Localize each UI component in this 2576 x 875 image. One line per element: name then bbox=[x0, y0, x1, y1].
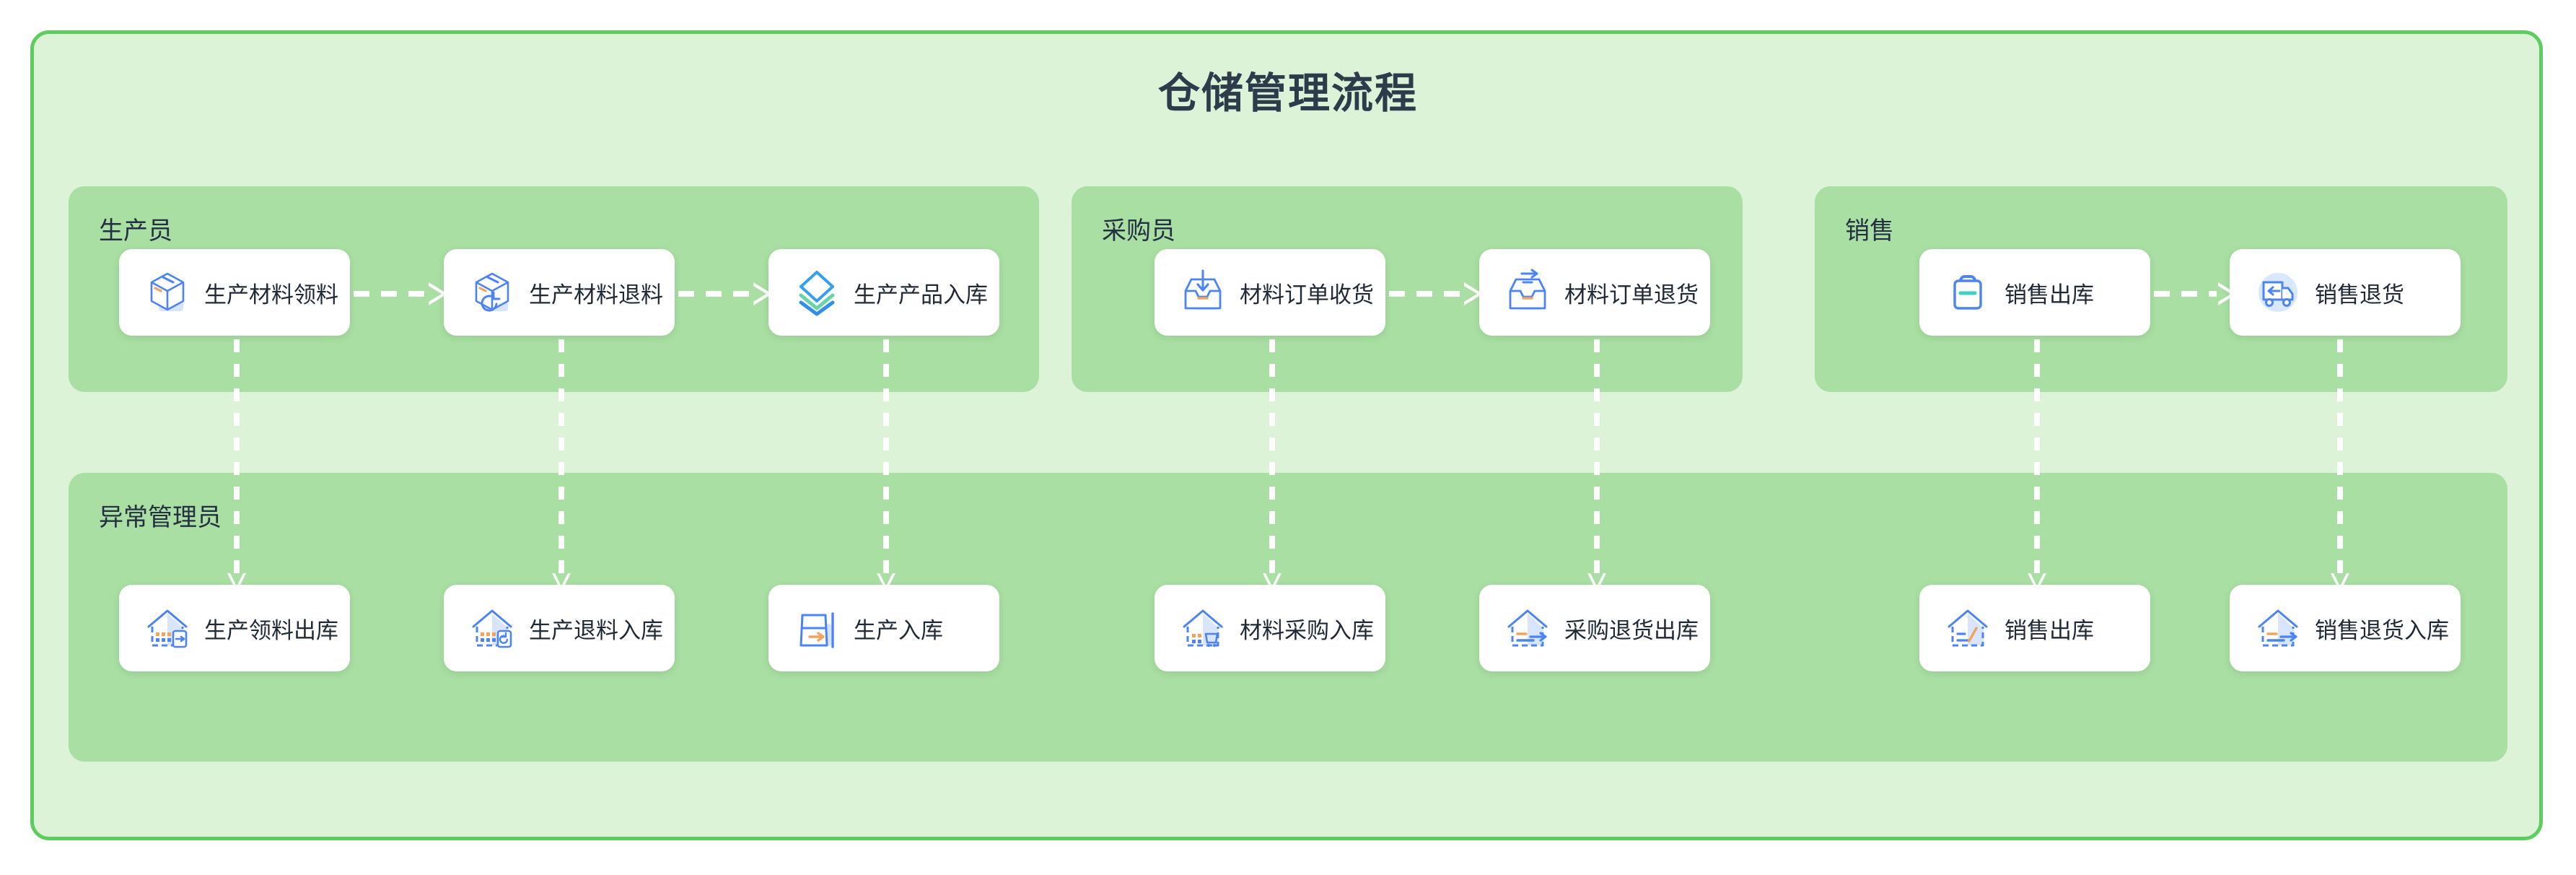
warehouse-purchase-icon bbox=[1176, 601, 1230, 655]
box-return-icon bbox=[465, 266, 519, 319]
node-label: 销售出库 bbox=[2005, 282, 2094, 308]
warehouse-sales-return-icon bbox=[2251, 601, 2305, 655]
node-label: 生产产品入库 bbox=[854, 282, 988, 308]
connector-horizontal-4 bbox=[2154, 282, 2237, 305]
connector-vertical-3 bbox=[877, 339, 895, 592]
dashed-line bbox=[1594, 339, 1600, 592]
node-card-production-material-return[interactable]: 生产材料退料 bbox=[444, 249, 675, 336]
connector-vertical-6 bbox=[2028, 339, 2046, 592]
node-label: 采购退货出库 bbox=[1564, 617, 1699, 643]
node-card-production-return-inbound[interactable]: 生产退料入库 bbox=[444, 585, 675, 671]
truck-return-icon bbox=[2251, 266, 2305, 319]
dashed-line bbox=[678, 291, 752, 297]
node-card-production-requisition-outbound[interactable]: 生产领料出库 bbox=[119, 585, 350, 671]
dashed-line bbox=[2154, 291, 2217, 297]
node-card-production-material-requisition[interactable]: 生产材料领料 bbox=[119, 249, 350, 336]
dashed-line bbox=[883, 339, 889, 592]
dashed-line bbox=[1389, 291, 1463, 297]
node-card-sales-outbound-top[interactable]: 销售出库 bbox=[1919, 249, 2150, 336]
node-label: 销售退货入库 bbox=[2315, 617, 2449, 643]
node-label: 材料订单退货 bbox=[1564, 282, 1699, 308]
inbox-upload-icon bbox=[1501, 266, 1554, 319]
node-card-production-inbound[interactable]: 生产入库 bbox=[768, 585, 999, 671]
warehouse-return-icon bbox=[465, 601, 519, 655]
dashed-line bbox=[354, 291, 427, 297]
node-card-material-purchase-inbound[interactable]: 材料采购入库 bbox=[1155, 585, 1385, 671]
node-card-material-order-return[interactable]: 材料订单退货 bbox=[1479, 249, 1710, 336]
node-card-purchase-return-outbound[interactable]: 采购退货出库 bbox=[1479, 585, 1710, 671]
node-label: 生产入库 bbox=[854, 617, 943, 643]
connector-horizontal-1 bbox=[354, 282, 447, 305]
dashed-line bbox=[1269, 339, 1275, 592]
dashed-line bbox=[2337, 339, 2343, 592]
layers-icon bbox=[790, 266, 844, 319]
swimlane-label-exception: 异常管理员 bbox=[99, 504, 222, 531]
connector-vertical-7 bbox=[2331, 339, 2349, 592]
briefcase-icon bbox=[1941, 266, 1994, 319]
connector-vertical-4 bbox=[1263, 339, 1282, 592]
connector-horizontal-3 bbox=[1389, 282, 1483, 305]
connector-vertical-5 bbox=[1587, 339, 1606, 592]
node-label: 材料采购入库 bbox=[1240, 617, 1374, 643]
node-card-production-product-inbound[interactable]: 生产产品入库 bbox=[768, 249, 999, 336]
swimlane-label-sales: 销售 bbox=[1845, 217, 1894, 245]
node-card-sales-return[interactable]: 销售退货 bbox=[2230, 249, 2461, 336]
swimlane-label-producer: 生产员 bbox=[99, 217, 172, 245]
swimlane-label-purchaser: 采购员 bbox=[1102, 217, 1175, 245]
warehouse-purchase-return-icon bbox=[1501, 601, 1554, 655]
node-label: 材料订单收货 bbox=[1240, 282, 1374, 308]
dashed-line bbox=[234, 339, 240, 592]
warehouse-sales-out-icon bbox=[1941, 601, 1994, 655]
node-label: 销售出库 bbox=[2005, 617, 2094, 643]
node-label: 生产退料入库 bbox=[529, 617, 663, 643]
page-title: 仓储管理流程 bbox=[1157, 70, 1418, 117]
warehouse-out-icon bbox=[141, 601, 194, 655]
node-label: 生产材料领料 bbox=[204, 282, 338, 308]
connector-vertical-1 bbox=[227, 339, 246, 592]
node-label: 生产材料退料 bbox=[529, 282, 663, 308]
connector-horizontal-2 bbox=[678, 282, 772, 305]
node-label: 销售退货 bbox=[2315, 282, 2404, 308]
node-card-sales-return-inbound[interactable]: 销售退货入库 bbox=[2230, 585, 2461, 671]
inbox-download-icon bbox=[1176, 266, 1230, 319]
node-card-sales-outbound-bottom[interactable]: 销售出库 bbox=[1919, 585, 2150, 671]
dashed-line bbox=[558, 339, 564, 592]
node-card-material-order-receipt[interactable]: 材料订单收货 bbox=[1155, 249, 1385, 336]
bin-in-icon bbox=[790, 601, 844, 655]
dashed-line bbox=[2034, 339, 2040, 592]
node-label: 生产领料出库 bbox=[204, 617, 338, 643]
connector-vertical-2 bbox=[552, 339, 571, 592]
box-icon bbox=[141, 266, 194, 319]
